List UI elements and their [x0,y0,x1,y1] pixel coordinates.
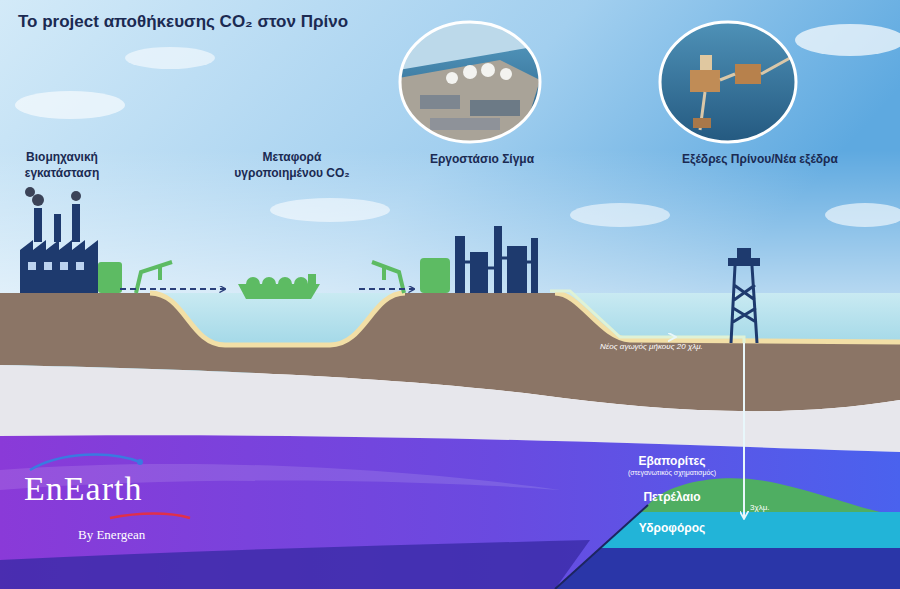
node-label: Υδροφόρος [639,521,706,536]
photo-bridge [700,58,790,130]
smoke [32,194,44,206]
logo-text: By Energean [78,527,145,543]
seabed-sand [150,293,405,345]
photo-building [420,95,460,109]
chimney [72,204,80,242]
logo-text: EnEarth [24,470,142,508]
storage-tank [98,262,122,293]
photo-tank [481,63,495,77]
loading-crane [372,262,404,293]
smoke [71,191,81,201]
photo-platform [693,118,711,128]
oil-layer [640,478,880,512]
photo-tank [500,68,512,80]
rock-layer-box: Υδροφόρος [597,518,747,544]
sky [0,0,900,295]
title-box: Το project αποθήκευσης CO₂ στον Πρίνο [18,12,348,32]
cloud [125,47,215,69]
basement-layer [555,548,900,589]
node-note: (στεγανωτικός σχηματισμός) [628,469,716,477]
node-label: Πετρέλαιο [643,490,700,505]
logo-swoosh [110,514,190,519]
node-label: Εργοστάσιο Σίγμα [430,152,534,168]
flow-connector [743,343,745,518]
photo-platform [735,64,761,84]
photo-platform [690,70,720,92]
stage-group: Εργοστάσιο Σίγμα [414,150,550,293]
photo-sea [398,45,545,145]
flow-connector [550,291,675,337]
process-unit [507,246,527,293]
logo-dot [137,459,143,465]
platform-cabin [737,248,751,258]
stage-group: Βιομηχανική εγκατάσταση [4,148,120,295]
ship-bridge [308,274,316,284]
seabed-sand [555,293,900,342]
pipework [465,258,531,268]
cloud [15,91,125,119]
photo-frame [400,22,540,142]
chimney [54,214,61,242]
aquifer-layer [600,512,900,548]
factory-building [20,240,98,293]
process-column [494,226,502,293]
loading-crane [136,262,172,293]
chimney [34,208,42,242]
window [76,262,84,270]
rock-layer-box: Πετρέλαιο [617,488,727,509]
rock-layer-box: Εβαπορίτες(στεγανωτικός σχηματισμός) [597,452,747,484]
stage-group: Μεταφορά υγροποιημένου CO₂ [225,148,359,298]
cloud [270,198,390,222]
platform-jacket [731,266,757,343]
process-unit [470,252,488,293]
process-column [531,238,538,293]
depth-label: 3χλμ. [750,503,769,512]
photo-tank [446,72,458,84]
flow-connector [120,288,225,290]
platform-deck [728,258,760,266]
photo-frame [660,22,796,142]
ship-hull [238,284,320,299]
cloud [570,203,670,227]
process-column [455,236,465,293]
platform-photo [658,20,798,145]
sky-haze [0,150,900,295]
window [28,262,36,270]
logo-swoosh [30,454,140,470]
fault-line [555,505,648,589]
photo-land [398,60,540,145]
plant-photo [398,20,545,145]
flow-connector [359,288,414,290]
connector-label: Νέος αγωγός μήκους 20 χλμ. [600,342,703,351]
photo-building [430,118,500,130]
window [60,262,68,270]
ship-tanks [246,277,308,284]
node-label: Εβαπορίτες [639,454,706,469]
diagram-title: Το project αποθήκευσης CO₂ στον Πρίνο [18,12,348,32]
deep-layer [0,435,900,589]
deep-wedge [0,540,590,589]
cloud [825,203,900,227]
photo-sea [658,20,798,145]
photo-tank [463,65,477,79]
window [44,262,52,270]
node-label: Βιομηχανική εγκατάσταση [6,150,118,181]
smoke [25,187,35,197]
node-label: Μεταφορά υγροποιημένου CO₂ [227,150,357,181]
cloud [795,24,900,56]
node-label: Εξέδρες Πρίνου/Νέα εξέδρα [682,152,838,168]
photo-building [470,100,520,116]
stage-group: Εξέδρες Πρίνου/Νέα εξέδρα [675,150,845,343]
photo-sky [398,20,543,145]
storage-tank [420,258,450,293]
photo-rig [700,55,712,70]
